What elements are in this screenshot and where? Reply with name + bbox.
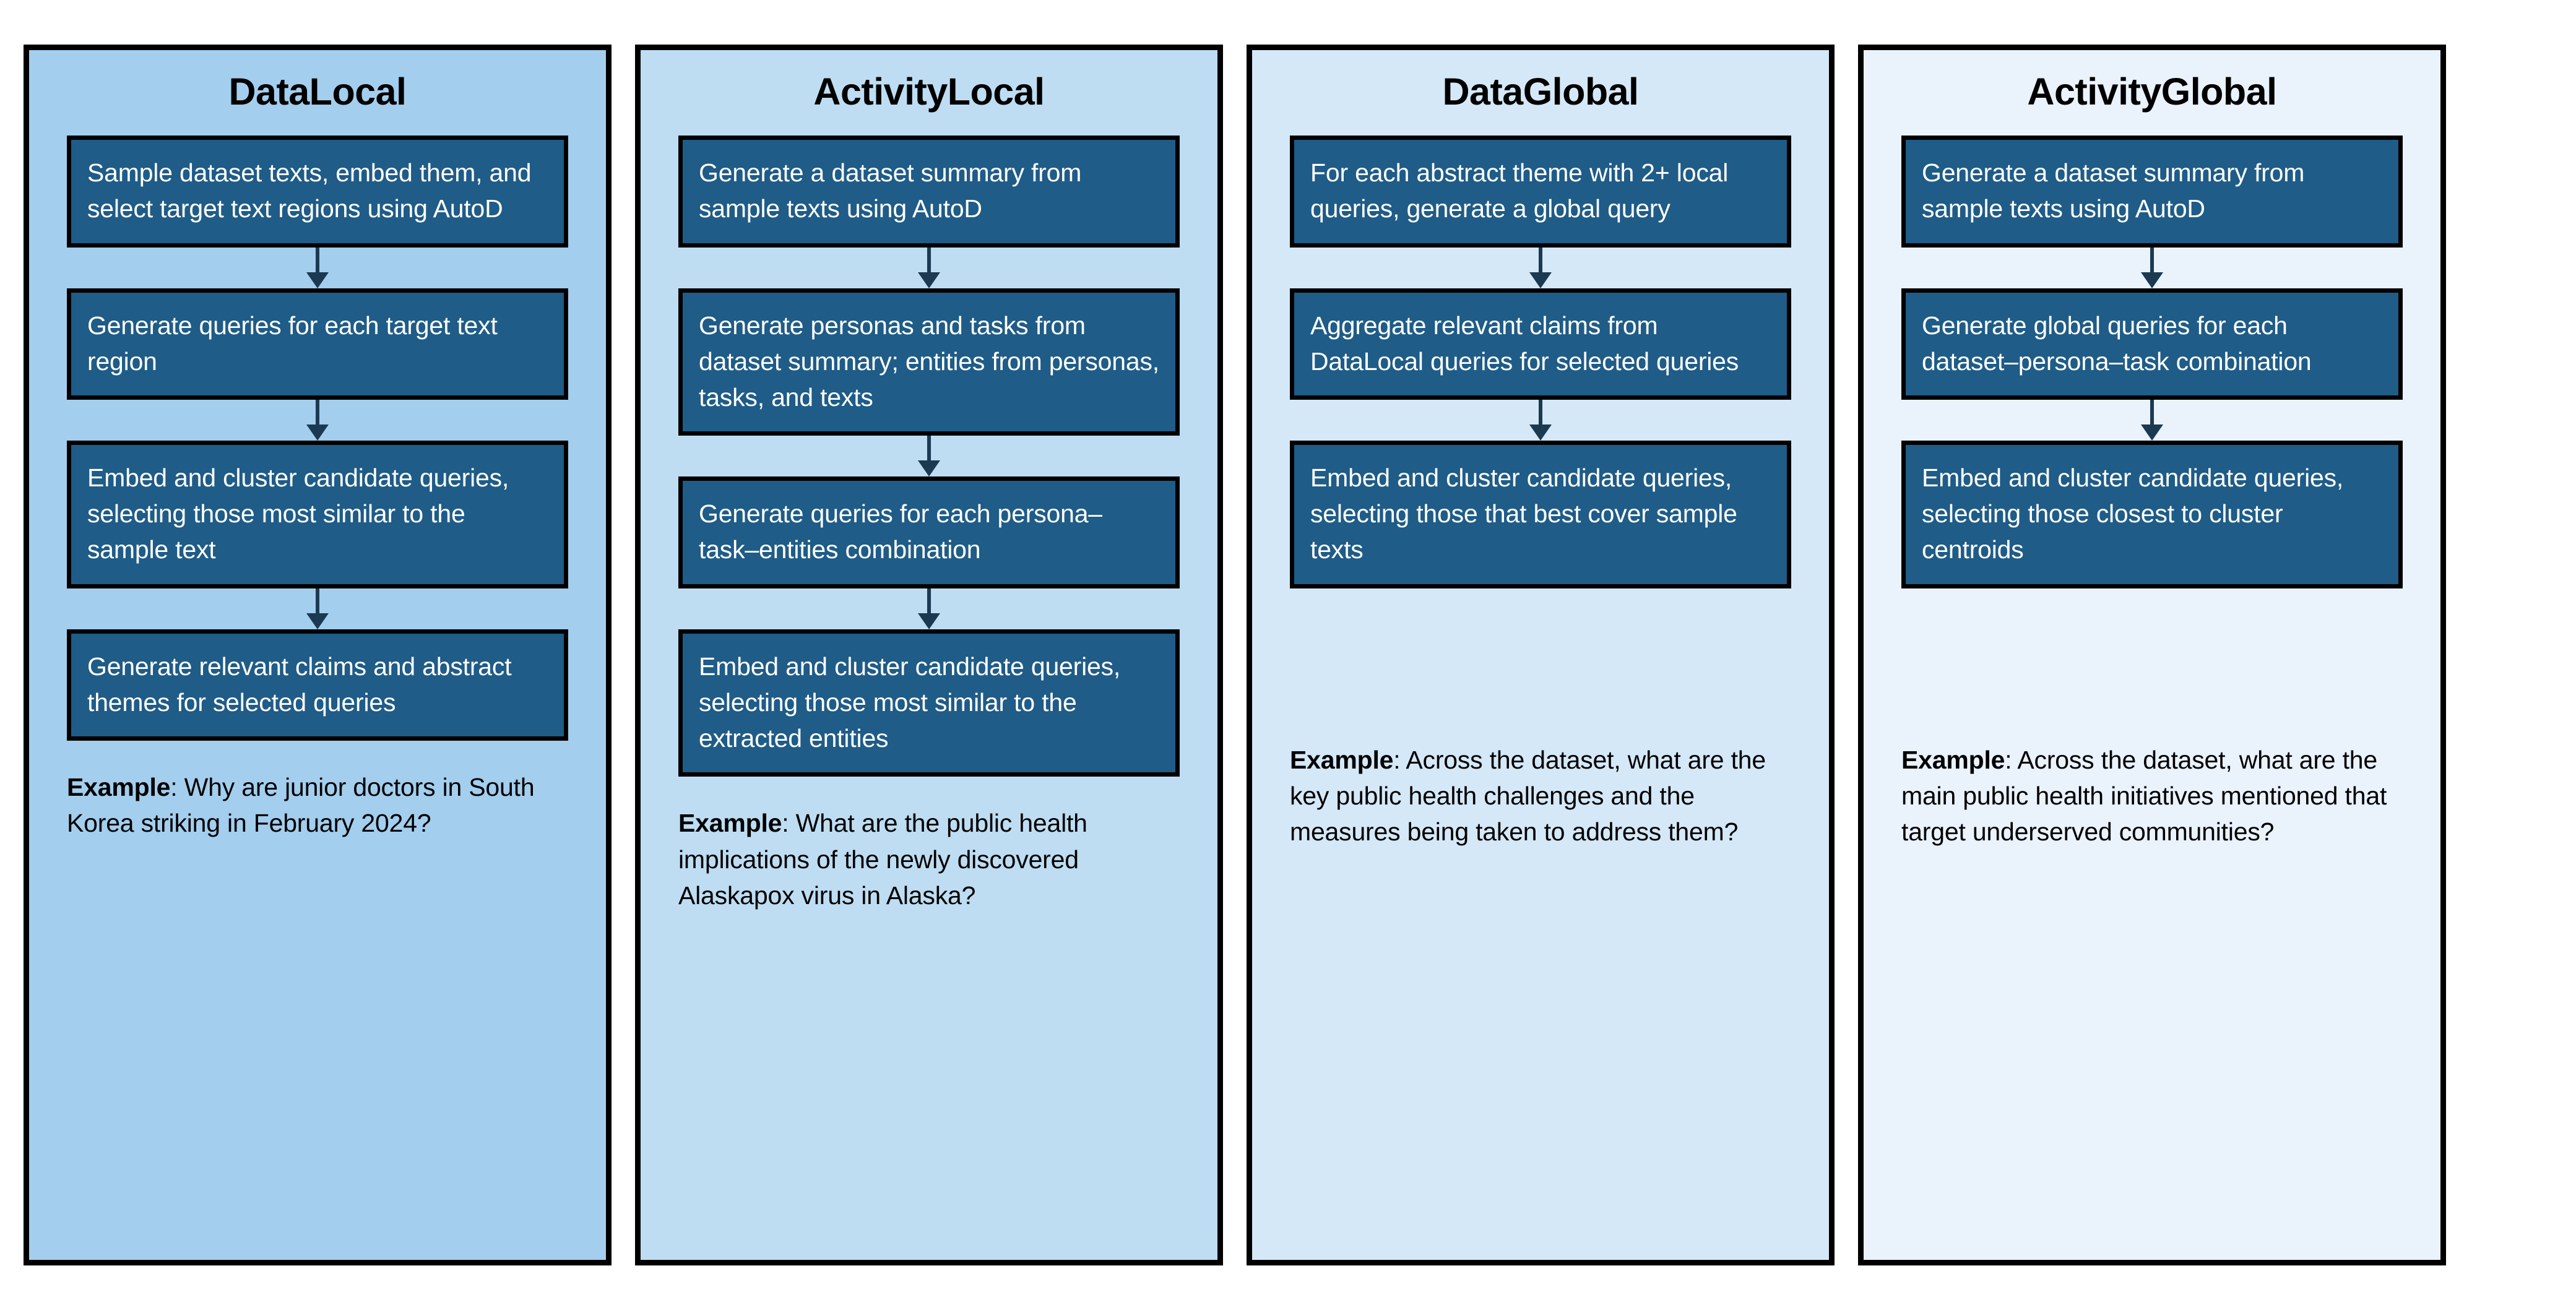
step-wrap: Embed and cluster candidate queries, sel… [641,629,1217,777]
step-box-activitylocal-3: Generate queries for each persona–task–e… [678,476,1180,588]
example-label: Example [1901,745,2005,774]
step-list-dataglobal: For each abstract theme with 2+ local qu… [1252,136,1829,588]
arrow-down-icon [2141,400,2163,441]
step-box-activitylocal-4: Embed and cluster candidate queries, sel… [678,629,1180,777]
example-body: : Across the dataset, what are the key p… [1290,745,1766,847]
step-wrap: Embed and cluster candidate queries, sel… [1864,441,2440,588]
example-body: : Across the dataset, what are the main … [1901,745,2387,847]
example-label: Example [1290,745,1394,774]
arrow-down-icon [1529,400,1552,441]
example-text-activityglobal: Example: Across the dataset, what are th… [1901,742,2403,850]
panel-activityglobal: ActivityGlobal Generate a dataset summar… [1858,45,2446,1265]
arrow-down-icon [2141,247,2163,288]
panel-title-datalocal: DataLocal [228,71,407,113]
arrow-down-icon [306,588,329,629]
step-box-activityglobal-3: Embed and cluster candidate queries, sel… [1901,441,2403,588]
arrow-down-icon [1529,247,1552,288]
panel-datalocal: DataLocal Sample dataset texts, embed th… [24,45,612,1265]
step-list-activityglobal: Generate a dataset summary from sample t… [1864,136,2440,588]
panel-activitylocal: ActivityLocal Generate a dataset summary… [635,45,1223,1265]
step-box-activitylocal-2: Generate personas and tasks from dataset… [678,288,1180,436]
example-label: Example [678,809,782,838]
step-list-activitylocal: Generate a dataset summary from sample t… [641,136,1217,777]
step-box-datalocal-4: Generate relevant claims and abstract th… [67,629,568,741]
example-body: : What are the public health implication… [678,809,1087,910]
arrow-down-icon [306,247,329,288]
step-wrap: Generate a dataset summary from sample t… [641,136,1217,288]
step-wrap: Sample dataset texts, embed them, and se… [29,136,606,288]
step-box-activitylocal-1: Generate a dataset summary from sample t… [678,136,1180,248]
panel-title-dataglobal: DataGlobal [1442,71,1639,113]
example-text-datalocal: Example: Why are junior doctors in South… [67,769,568,841]
step-box-activityglobal-2: Generate global queries for each dataset… [1901,288,2403,400]
example-text-activitylocal: Example: What are the public health impl… [678,805,1180,913]
arrow-down-icon [918,588,940,629]
example-label: Example [67,773,171,802]
step-box-datalocal-2: Generate queries for each target text re… [67,288,568,400]
step-wrap: Generate queries for each target text re… [29,288,606,441]
step-box-activityglobal-1: Generate a dataset summary from sample t… [1901,136,2403,248]
step-wrap: Generate queries for each persona–task–e… [641,476,1217,629]
step-wrap: Generate personas and tasks from dataset… [641,288,1217,477]
panel-dataglobal: DataGlobal For each abstract theme with … [1247,45,1835,1265]
panel-title-activitylocal: ActivityLocal [813,71,1045,113]
step-box-dataglobal-1: For each abstract theme with 2+ local qu… [1290,136,1791,248]
step-wrap: For each abstract theme with 2+ local qu… [1252,136,1829,288]
step-wrap: Aggregate relevant claims from DataLocal… [1252,288,1829,441]
step-box-dataglobal-3: Embed and cluster candidate queries, sel… [1290,441,1791,588]
panel-title-activityglobal: ActivityGlobal [2027,71,2277,113]
example-text-dataglobal: Example: Across the dataset, what are th… [1290,742,1791,850]
step-box-datalocal-3: Embed and cluster candidate queries, sel… [67,441,568,588]
step-box-datalocal-1: Sample dataset texts, embed them, and se… [67,136,568,248]
arrow-down-icon [918,436,940,477]
step-list-datalocal: Sample dataset texts, embed them, and se… [29,136,606,741]
step-wrap: Embed and cluster candidate queries, sel… [1252,441,1829,588]
arrow-down-icon [918,247,940,288]
step-wrap: Generate relevant claims and abstract th… [29,629,606,741]
example-body: : Why are junior doctors in South Korea … [67,773,535,838]
step-box-dataglobal-2: Aggregate relevant claims from DataLocal… [1290,288,1791,400]
step-wrap: Generate global queries for each dataset… [1864,288,2440,441]
step-wrap: Embed and cluster candidate queries, sel… [29,441,606,629]
step-wrap: Generate a dataset summary from sample t… [1864,136,2440,288]
arrow-down-icon [306,400,329,441]
